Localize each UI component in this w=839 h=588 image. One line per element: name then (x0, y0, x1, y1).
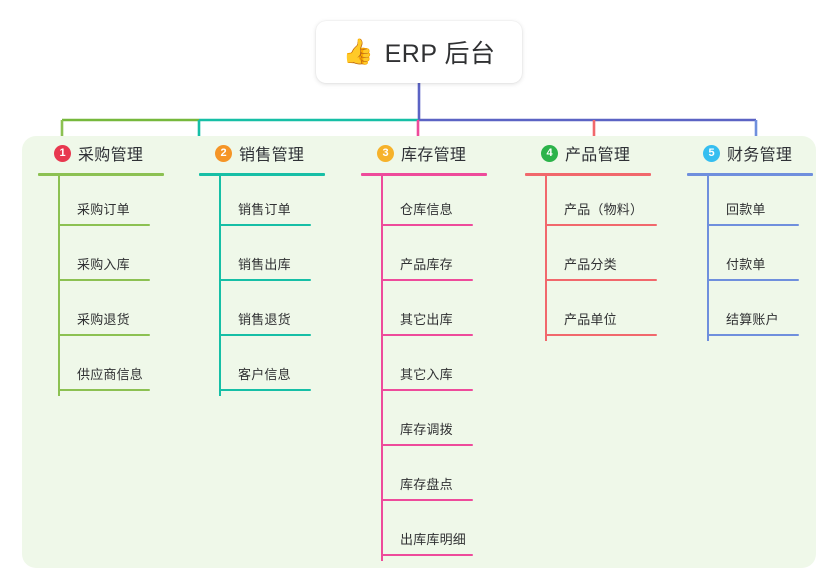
branch-item-label: 库存盘点 (400, 477, 453, 492)
branch-item[interactable]: 产品（物料） (545, 176, 667, 231)
branch-title-rule-3 (361, 173, 487, 176)
branch-item-rule (381, 224, 473, 226)
branch-title-4: 产品管理 (565, 147, 631, 164)
branch-item-rule (545, 279, 657, 281)
branch-item-label: 仓库信息 (400, 202, 453, 217)
branch-item[interactable]: 库存盘点 (381, 451, 483, 506)
branch-header-5[interactable]: 5 财务管理 (687, 136, 813, 176)
branch-item[interactable]: 采购入库 (58, 231, 160, 286)
branch-item[interactable]: 仓库信息 (381, 176, 483, 231)
branch-header-2[interactable]: 2 销售管理 (199, 136, 325, 176)
branch-item[interactable]: 其它出库 (381, 286, 483, 341)
branch-item[interactable]: 产品单位 (545, 286, 667, 341)
branch-item-label: 回款单 (726, 202, 766, 217)
branch-item-label: 其它入库 (400, 367, 453, 382)
branch-column-2: 2 销售管理销售订单销售出库销售退货客户信息 (199, 136, 325, 396)
branch-badge-3: 3 (377, 144, 394, 162)
branch-item[interactable]: 回款单 (707, 176, 809, 231)
root-node[interactable]: 👍 ERP 后台 (316, 21, 522, 83)
branch-badge-4: 4 (541, 144, 558, 162)
branch-item[interactable]: 产品分类 (545, 231, 667, 286)
branch-item-label: 采购退货 (77, 312, 130, 327)
branch-spine-2 (219, 176, 221, 396)
root-title: ERP 后台 (384, 40, 496, 68)
branch-item-rule (58, 334, 150, 336)
branch-badge-5: 5 (703, 144, 720, 162)
branch-item-label: 客户信息 (238, 367, 291, 382)
branch-item-label: 销售出库 (238, 257, 291, 272)
branch-item-label: 采购入库 (77, 257, 130, 272)
branch-item-label: 出库库明细 (400, 532, 467, 547)
branch-item-rule (545, 224, 657, 226)
branch-item[interactable]: 库存调拨 (381, 396, 483, 451)
branch-item-label: 结算账户 (726, 312, 779, 327)
branch-item[interactable]: 出库库明细 (381, 506, 483, 561)
branch-item-rule (58, 389, 150, 391)
branch-title-2: 销售管理 (239, 147, 305, 164)
branch-title-5: 财务管理 (727, 147, 793, 164)
branch-item-rule (381, 499, 473, 501)
branch-item[interactable]: 供应商信息 (58, 341, 160, 396)
branch-item-rule (545, 334, 657, 336)
branch-item-label: 产品库存 (400, 257, 453, 272)
branch-item-label: 产品单位 (564, 312, 617, 327)
branch-item-rule (58, 224, 150, 226)
branch-item-rule (219, 279, 311, 281)
branch-title-1: 采购管理 (78, 147, 144, 164)
branch-item[interactable]: 采购退货 (58, 286, 160, 341)
branch-item[interactable]: 其它入库 (381, 341, 483, 396)
branch-title-rule-5 (687, 173, 813, 176)
branch-item-label: 销售订单 (238, 202, 291, 217)
branch-item-label: 采购订单 (77, 202, 130, 217)
branch-spine-1 (58, 176, 60, 396)
branch-item-label: 产品分类 (564, 257, 617, 272)
branch-item-label: 产品（物料） (564, 202, 644, 217)
branch-item-rule (707, 224, 799, 226)
branch-title-rule-1 (38, 173, 164, 176)
branch-badge-1: 1 (54, 144, 71, 162)
branch-title-rule-4 (525, 173, 651, 176)
branch-column-1: 1 采购管理采购订单采购入库采购退货供应商信息 (38, 136, 164, 396)
branch-item[interactable]: 客户信息 (219, 341, 321, 396)
branch-badge-2: 2 (215, 144, 232, 162)
branch-item[interactable]: 结算账户 (707, 286, 809, 341)
branch-item-rule (381, 279, 473, 281)
branch-item-rule (219, 224, 311, 226)
branch-column-5: 5 财务管理回款单付款单结算账户 (687, 136, 813, 341)
branch-item[interactable]: 采购订单 (58, 176, 160, 231)
branch-spine-3 (381, 176, 383, 561)
branch-item-rule (58, 279, 150, 281)
branch-spine-4 (545, 176, 547, 341)
branch-item-rule (381, 389, 473, 391)
branch-item-label: 其它出库 (400, 312, 453, 327)
branch-item-rule (381, 554, 473, 556)
branch-header-3[interactable]: 3 库存管理 (361, 136, 487, 176)
branch-column-4: 4 产品管理产品（物料） 产品分类产品单位 (525, 136, 657, 341)
branch-item[interactable]: 产品库存 (381, 231, 483, 286)
branch-item-rule (707, 279, 799, 281)
branch-title-rule-2 (199, 173, 325, 176)
branch-item-rule (707, 334, 799, 336)
branches-panel (22, 136, 816, 568)
branch-item[interactable]: 销售退货 (219, 286, 321, 341)
branch-item-rule (381, 334, 473, 336)
branch-item-rule (219, 334, 311, 336)
branch-item-rule (381, 444, 473, 446)
branch-header-4[interactable]: 4 产品管理 (525, 136, 651, 176)
branch-item-rule (219, 389, 311, 391)
branch-item-label: 销售退货 (238, 312, 291, 327)
branch-item[interactable]: 付款单 (707, 231, 809, 286)
branch-item[interactable]: 销售订单 (219, 176, 321, 231)
branch-columns: 1 采购管理采购订单采购入库采购退货供应商信息 2 销售管理销售订单销售出库销售退货客… (22, 136, 816, 568)
branch-item[interactable]: 销售出库 (219, 231, 321, 286)
branch-title-3: 库存管理 (401, 147, 467, 164)
branch-column-3: 3 库存管理仓库信息产品库存其它出库其它入库库存调拨库存盘点出库库明细 (361, 136, 487, 561)
branch-item-label: 供应商信息 (77, 367, 144, 382)
branch-item-label: 库存调拨 (400, 422, 453, 437)
branch-spine-5 (707, 176, 709, 341)
branch-header-1[interactable]: 1 采购管理 (38, 136, 164, 176)
branch-item-label: 付款单 (726, 257, 766, 272)
thumbs-up-icon: 👍 (342, 37, 374, 66)
